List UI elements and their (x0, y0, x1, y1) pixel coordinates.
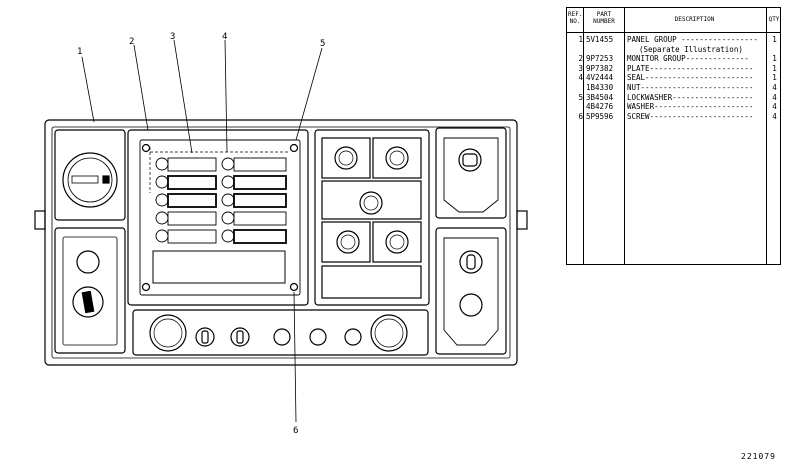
indicator-lamp-icon (76, 250, 100, 274)
part-number-cell: 9P7253 (586, 54, 614, 64)
monitor-display-window (152, 250, 286, 284)
description-cell: (Separate Illustration) (639, 44, 743, 54)
callout-6: 6 (293, 426, 298, 436)
qty-cell: 1 (772, 54, 777, 64)
switch-module-top (435, 127, 507, 219)
parts-row: 1B4330 NUT------------------------- 4 (567, 83, 780, 92)
screw-icon (141, 282, 151, 292)
panel-housing (44, 119, 518, 366)
qty-cell: 4 (772, 92, 777, 102)
header-description: DESCRIPTION (674, 16, 715, 23)
description-cell: SEAL------------------------ (627, 73, 754, 83)
header-part-number: PART NUMBER (593, 11, 615, 25)
description-cell: NUT------------------------- (627, 83, 754, 92)
parts-list-header: REF. NO. PART NUMBER DESCRIPTION QTY (567, 8, 780, 33)
gauge-icon (334, 146, 358, 170)
hour-meter-module (54, 129, 126, 221)
gauge-cluster-module (314, 129, 430, 306)
parts-row: (Separate Illustration) (567, 45, 780, 54)
ref-no-cell: 6 (578, 111, 583, 121)
monitor-plate (139, 139, 301, 296)
ref-no-cell: 2 (578, 54, 583, 64)
ref-no-cell: 3 (578, 63, 583, 73)
description-cell: SCREW----------------------- (627, 111, 754, 121)
description-cell: PLATE----------------------- (627, 63, 754, 73)
drawing-number: 221079 (741, 452, 776, 461)
qty-cell: 4 (772, 83, 777, 92)
screw-icon (141, 143, 151, 153)
callout-2: 2 (129, 37, 134, 47)
part-number-cell: 1B4330 (586, 83, 614, 92)
callout-3: 3 (170, 32, 175, 42)
dial-knob-icon (370, 314, 408, 352)
part-number-cell: 3B4504 (586, 92, 614, 102)
description-cell: WASHER---------------------- (627, 102, 754, 112)
callout-leaders (81, 39, 323, 423)
header-qty: QTY (768, 16, 780, 23)
gauge-icon (336, 230, 360, 254)
toggle-switch-icon (458, 148, 482, 172)
qty-cell: 4 (772, 111, 777, 121)
gauge-icon (385, 230, 409, 254)
mounting-tab-left (34, 210, 46, 230)
callout-1: 1 (77, 47, 82, 57)
header-ref-no: REF. NO. (568, 11, 583, 25)
dial-knob-icon (149, 314, 187, 352)
part-number-cell: 5P9596 (586, 111, 614, 121)
description-cell: PANEL GROUP ----------------- (627, 35, 758, 44)
warning-lamp-grid (155, 157, 287, 244)
callout-4: 4 (222, 32, 227, 42)
hour-meter-gauge (62, 152, 118, 208)
start-switch-module (54, 227, 126, 354)
gauge-icon (359, 191, 383, 215)
part-number-cell: 5V1455 (586, 35, 614, 44)
gauge-icon (385, 146, 409, 170)
ref-no-cell: 4 (578, 73, 583, 83)
bottom-control-strip (132, 309, 429, 356)
description-cell: LOCKWASHER------------------ (627, 92, 754, 102)
ref-no-cell: 5 (578, 92, 583, 102)
description-cell: MONITOR GROUP-------------- (627, 54, 749, 64)
mounting-tab-right (516, 210, 528, 230)
part-number-cell: 4V2444 (586, 73, 614, 83)
parts-row: 4B4276 WASHER---------------------- 4 (567, 102, 780, 111)
qty-cell: 1 (772, 73, 777, 83)
callout-5: 5 (320, 39, 325, 49)
qty-cell: 4 (772, 102, 777, 112)
screw-icon (289, 282, 299, 292)
key-switch-icon (72, 286, 104, 318)
indicator-lamp-icon (459, 293, 483, 317)
ref-no-cell: 1 (578, 35, 583, 44)
qty-cell: 1 (772, 35, 777, 44)
monitor-group-module (127, 129, 309, 306)
part-number-cell: 4B4276 (586, 102, 614, 112)
part-number-cell: 9P7382 (586, 63, 614, 73)
screw-icon (289, 143, 299, 153)
switch-module-bottom (435, 227, 507, 355)
qty-cell: 1 (772, 63, 777, 73)
